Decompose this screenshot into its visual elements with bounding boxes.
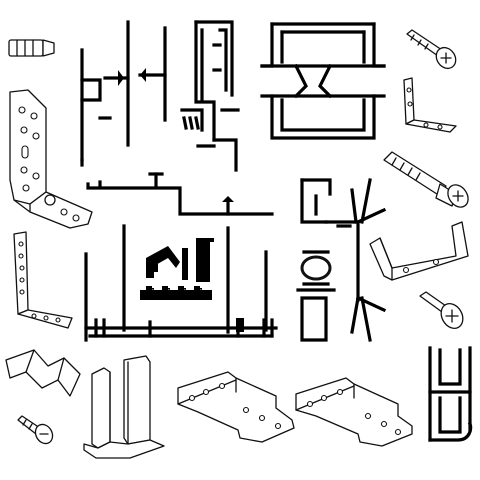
- u-channel-bracket: [369, 221, 469, 281]
- mounting-plate-left: [177, 371, 295, 443]
- small-screw: [17, 415, 54, 445]
- sheet-metal-clip: [5, 349, 81, 397]
- mounting-plate-right: [295, 377, 413, 447]
- h-profile: [428, 346, 473, 442]
- pan-head-screw: [419, 291, 464, 329]
- base-track-profile: [84, 224, 278, 342]
- post-profile: [80, 20, 167, 167]
- double-channel-profile: [260, 22, 386, 140]
- wall-anchor-screw: [383, 151, 469, 208]
- narrow-perforated-angle-bracket: [13, 231, 73, 329]
- t-rail-profile: [86, 172, 274, 216]
- tall-perforated-angle-bracket: [9, 89, 93, 229]
- countersunk-screw-top: [406, 29, 457, 70]
- set-screw: [8, 39, 55, 57]
- twin-post-bracket: [83, 355, 165, 459]
- frame-profile: [180, 20, 240, 172]
- small-angle-bracket: [403, 77, 457, 133]
- clip-profile: [296, 178, 387, 342]
